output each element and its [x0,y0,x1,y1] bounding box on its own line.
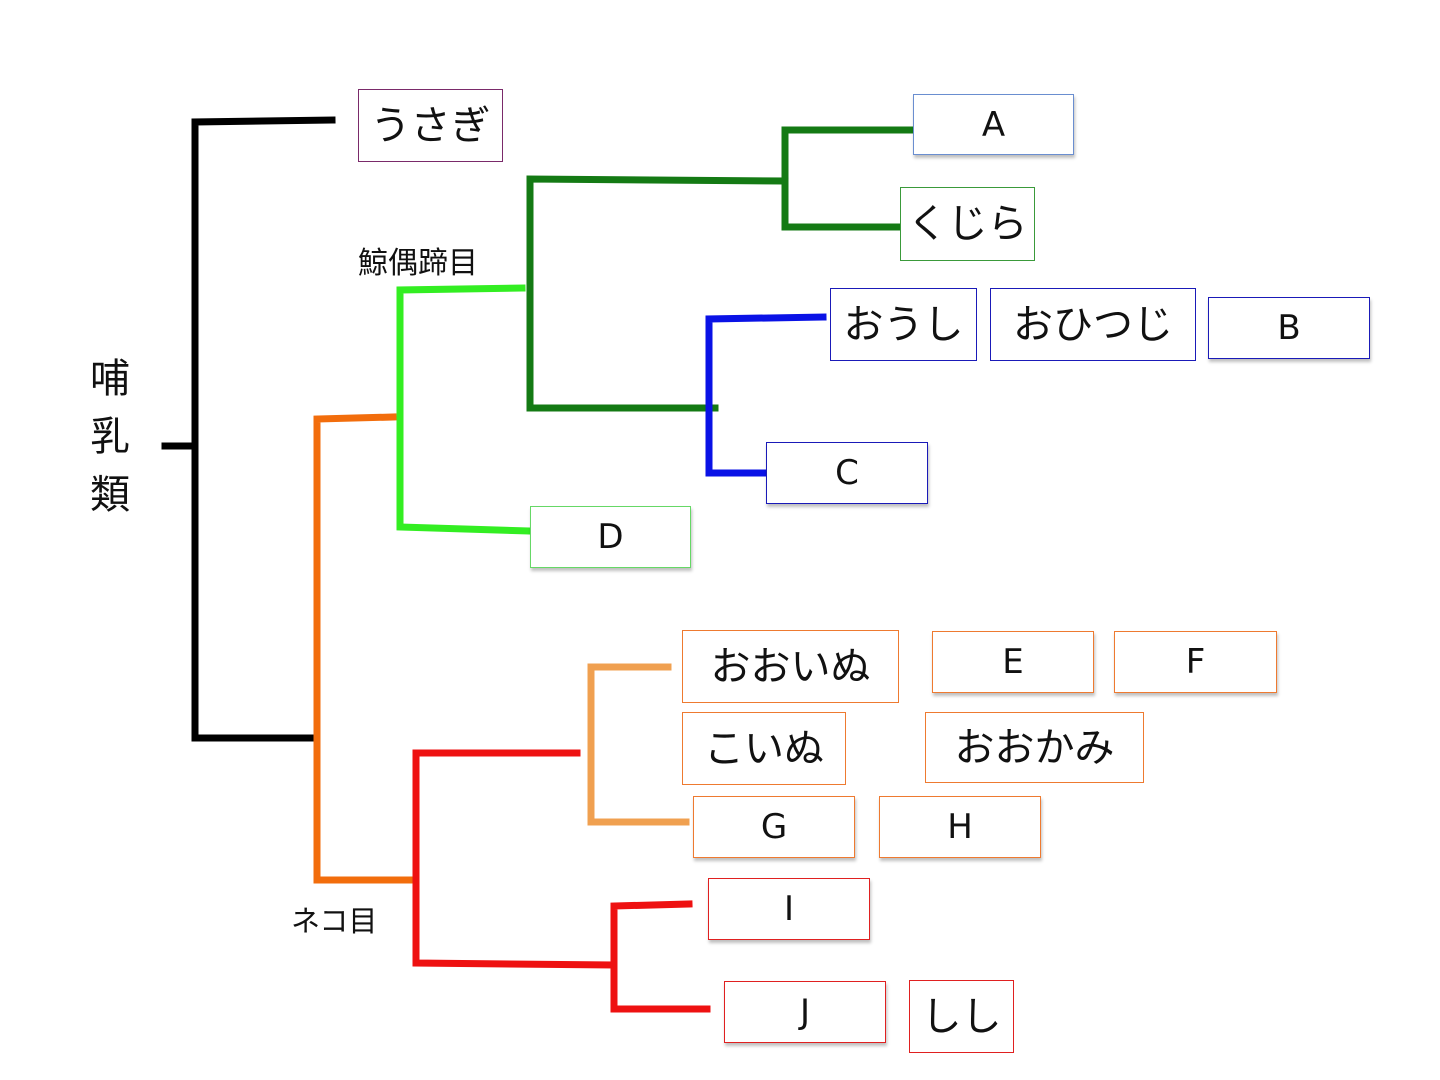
leaf-ohitsuji: おひつじ [990,288,1196,361]
leaf-usagi: うさぎ [358,89,503,162]
leaf-i: I [708,878,870,940]
branch-cetartiodactyla [396,284,534,535]
leaf-d: D [530,506,691,568]
leaf-b: B [1208,297,1370,359]
branch-cetruminantia [526,175,789,412]
mammalia-label: 哺乳類 [90,356,130,518]
leaf-shishi: しし [909,980,1014,1053]
leaf-e: E [932,631,1094,693]
branch-bovidae [705,313,827,477]
leaf-h: H [879,796,1041,858]
branch-whale-clade [781,126,914,231]
leaf-c: C [766,442,928,504]
branch-dogs [587,663,690,826]
branch-canid-group [412,749,615,969]
leaf-ookami: おおかみ [925,712,1144,783]
cetartiodactyla-label: 鯨偶蹄目 [358,246,478,281]
branch-mammalia [161,116,336,742]
leaf-ooinu: おおいぬ [682,630,899,703]
leaf-g: G [693,796,855,858]
leaf-f: F [1114,631,1277,693]
leaf-koinu: こいぬ [682,712,846,785]
branch-lion-group [610,900,711,1013]
leaf-oushi: おうし [830,288,977,361]
branch-carnivora-stem [313,413,419,884]
leaf-a: A [913,94,1074,155]
carnivora-label: ネコ目 [291,904,378,938]
leaf-j: J [724,981,886,1043]
leaf-kujira: くじら [900,187,1035,261]
